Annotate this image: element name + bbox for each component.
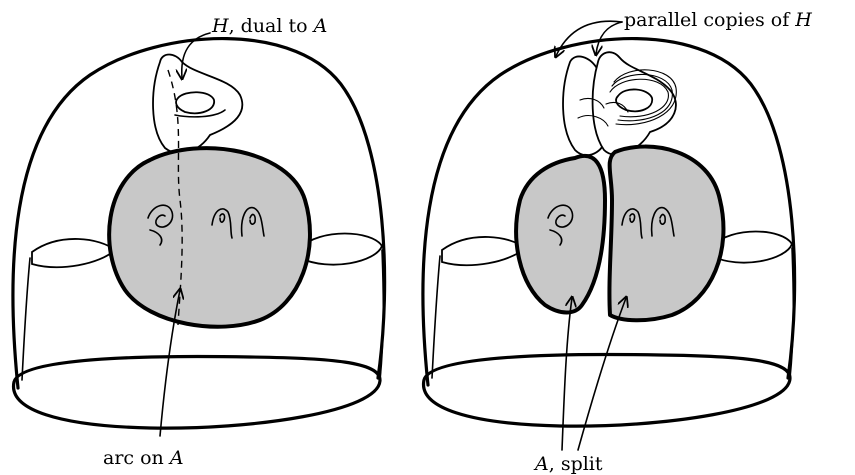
right-side-tube-left bbox=[442, 237, 525, 265]
left-side-tube-right bbox=[300, 234, 382, 265]
right-handle-hole bbox=[616, 89, 652, 111]
left-side-tube-left bbox=[32, 239, 115, 267]
left-figure bbox=[13, 39, 385, 429]
label-arc-on-a: arc on A bbox=[103, 447, 184, 469]
right-bottom-ellipse bbox=[424, 354, 790, 426]
right-figure bbox=[423, 39, 795, 427]
label-h-dual-to-a: H, dual to A bbox=[211, 15, 327, 37]
label-parallel-copies: parallel copies of H bbox=[624, 9, 812, 31]
right-disc-a-left-half bbox=[516, 156, 605, 313]
right-disc-a-right-half bbox=[609, 147, 723, 321]
label-a-split: A, split bbox=[533, 453, 603, 475]
left-handle-hole bbox=[176, 92, 214, 113]
left-disc-a bbox=[109, 148, 310, 327]
left-bottom-ellipse bbox=[14, 356, 380, 428]
